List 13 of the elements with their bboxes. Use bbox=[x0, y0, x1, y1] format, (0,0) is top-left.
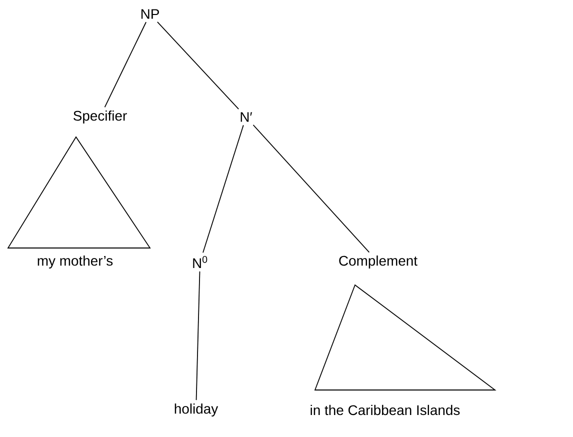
tree-label: Specifier bbox=[74, 110, 127, 124]
tree-label: N′ bbox=[240, 112, 252, 122]
tree-label: Complement bbox=[339, 256, 418, 268]
tree-label: my mother’s bbox=[38, 256, 113, 268]
tree-label: holiday bbox=[174, 403, 218, 416]
tree-branch bbox=[252, 124, 370, 253]
tree-branch bbox=[196, 271, 200, 400]
tree-branch bbox=[156, 22, 240, 110]
tree-label: NP bbox=[141, 9, 159, 19]
tree-label: N$^{0}$ bbox=[193, 256, 208, 268]
tree-branch bbox=[202, 124, 244, 254]
tree-label: in the Caribbean Islands bbox=[310, 404, 460, 416]
tree-branch bbox=[104, 22, 146, 108]
